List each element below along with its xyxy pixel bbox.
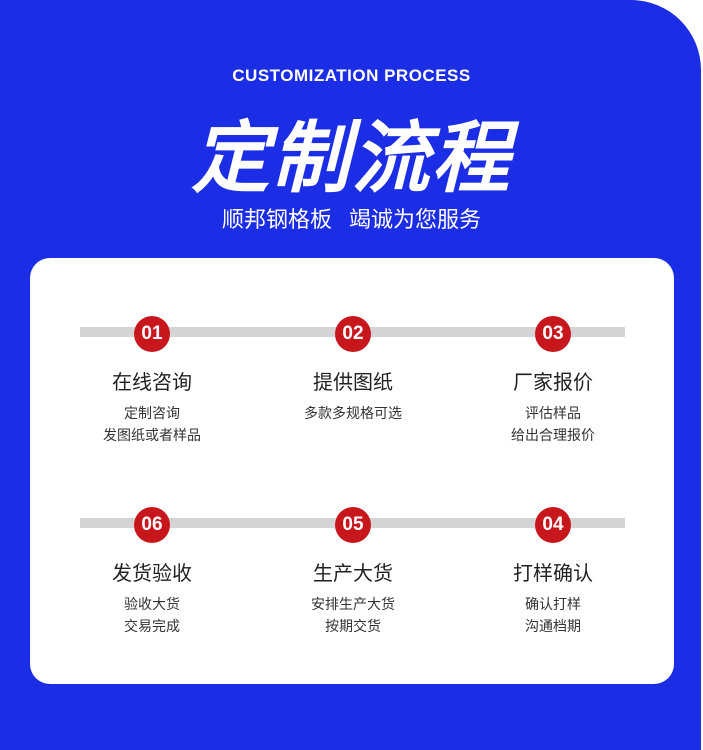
step-number: 06 [134,507,170,543]
step-desc: 给出合理报价 [511,428,595,444]
step-desc: 确认打样 [525,597,581,613]
step-number: 05 [335,507,371,543]
step-title: 在线咨询 [112,370,192,394]
step-desc: 沟通档期 [525,619,581,635]
process-step: 04 打样确认 确认打样沟通档期 [453,507,653,638]
step-title: 厂家报价 [513,370,593,394]
process-step: 03 厂家报价 评估样品给出合理报价 [453,316,653,447]
step-number: 01 [134,316,170,352]
process-step: 05 生产大货 安排生产大货按期交货 [253,507,453,638]
step-desc: 按期交货 [325,619,381,635]
step-desc: 评估样品 [525,406,581,422]
process-step: 06 发货验收 验收大货交易完成 [52,507,252,638]
step-title: 提供图纸 [313,370,393,394]
step-title: 打样确认 [513,561,593,585]
slogan: 顺邦钢格板 竭诚为您服务 [222,208,481,233]
page-title: 定制流程 [191,114,512,204]
step-number: 04 [535,507,571,543]
step-title: 发货验收 [112,561,192,585]
step-desc: 安排生产大货 [311,597,395,613]
step-number: 03 [535,316,571,352]
step-desc: 发图纸或者样品 [103,428,201,444]
step-desc: 多款多规格可选 [304,406,402,422]
step-desc: 交易完成 [124,619,180,635]
step-desc: 定制咨询 [124,406,180,422]
process-step: 01 在线咨询 定制咨询发图纸或者样品 [52,316,252,447]
process-step: 02 提供图纸 多款多规格可选 [253,316,453,425]
step-desc: 验收大货 [124,597,180,613]
step-title: 生产大货 [313,561,393,585]
subtitle: CUSTOMIZATION PROCESS [232,66,471,85]
step-number: 02 [335,316,371,352]
